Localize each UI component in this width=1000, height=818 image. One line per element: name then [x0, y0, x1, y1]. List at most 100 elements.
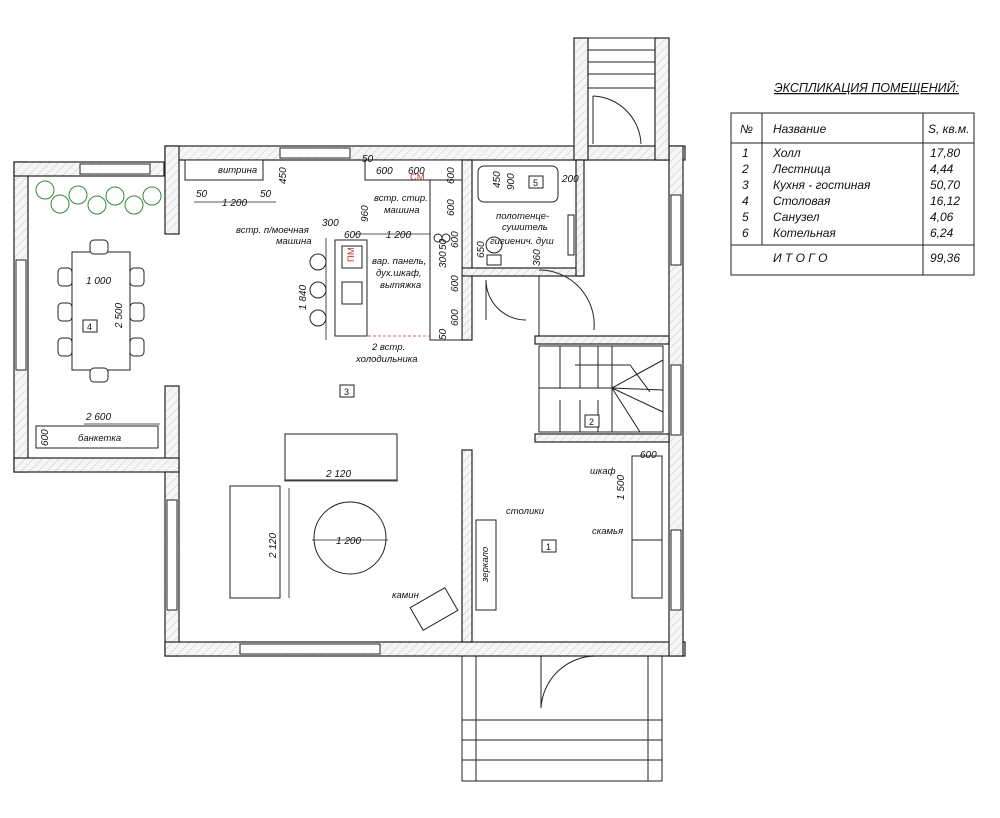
wall-stair-lower [534, 433, 670, 443]
header-no: № [740, 122, 753, 136]
dim-600a: 600 [376, 166, 393, 177]
label-fridge-1: 2 встр. [371, 342, 405, 353]
dimension-numbers: 50 50 1 200 450 50 600 600 600 960 600 3… [40, 154, 657, 559]
row-no: 3 [742, 178, 749, 192]
dining-set [35, 239, 159, 449]
tower-stairs [587, 37, 656, 145]
dim-650: 650 [476, 241, 487, 258]
dim-600d: 600 [446, 199, 457, 216]
dim-50e: 50 [438, 328, 449, 340]
dim-2600: 2 600 [85, 412, 111, 423]
label-vitrina: витрина [218, 165, 257, 176]
dim-600j: 600 [640, 450, 657, 461]
dim-300a: 300 [322, 218, 339, 229]
room-number-5: 5 [533, 178, 538, 188]
label-dishwasher-1: встр. п/моечная [236, 225, 309, 236]
bathroom [477, 165, 575, 266]
label-towel-2: сушитель [502, 222, 548, 233]
wall-hall [461, 449, 473, 643]
sofa-left [229, 485, 281, 599]
dim-2500: 2 500 [114, 303, 125, 329]
room-number-4: 4 [87, 322, 92, 332]
dim-600h: 600 [450, 309, 461, 326]
dim-50b: 50 [260, 189, 272, 200]
total-label: И Т О Г О [773, 251, 827, 265]
wall-bath-right [575, 159, 585, 277]
dim-1840: 1 840 [298, 285, 309, 310]
label-hob-3: вытяжка [380, 280, 421, 291]
label-washer-2: машина [384, 205, 419, 216]
dim-450a: 450 [278, 167, 289, 184]
dim-300b: 300 [438, 251, 449, 268]
dim-600c: 600 [446, 167, 457, 184]
row-name: Кухня - гостиная [773, 178, 871, 192]
kitchen [184, 159, 463, 341]
dim-50d: 50 [438, 238, 449, 250]
label-shower: гигиенич. душ [490, 236, 554, 247]
label-fridge-2: холодильника [355, 354, 418, 365]
room-number-1: 1 [546, 542, 551, 552]
explication-title: ЭКСПЛИКАЦИЯ ПОМЕЩЕНИЙ: [774, 79, 959, 95]
label-hob-1: вар. панель, [372, 256, 426, 267]
dim-600b: 600 [408, 166, 425, 177]
dim-2120b: 2 120 [268, 533, 279, 559]
row-no: 1 [742, 146, 749, 160]
plan-labels: витрина встр. п/моечная машина встр. сти… [78, 165, 623, 601]
label-sm: СМ [410, 172, 425, 183]
dim-900: 900 [506, 173, 517, 190]
label-washer-1: встр. стир. [374, 193, 428, 204]
room-number-2: 2 [589, 417, 594, 427]
interior-stairs [538, 269, 664, 433]
windows [166, 147, 682, 655]
wall-left-upper [164, 145, 180, 235]
doors [485, 279, 527, 321]
header-name: Название [773, 122, 827, 136]
label-banketka: банкетка [78, 433, 121, 444]
dim-450b: 450 [492, 171, 503, 188]
row-name: Лестница [772, 162, 831, 176]
dimension-lines [84, 201, 430, 598]
dim-50c: 50 [362, 154, 374, 165]
sofa-top [284, 433, 398, 481]
label-skamya: скамья [592, 526, 623, 537]
dim-1200b: 1 200 [386, 230, 411, 241]
living-furniture [229, 433, 663, 631]
dim-600f: 600 [450, 231, 461, 248]
round-table [313, 501, 387, 575]
wall-bath-bottom [461, 267, 583, 277]
label-dishwasher-2: машина [276, 236, 311, 247]
dim-600e: 600 [344, 230, 361, 241]
row-no: 6 [742, 226, 749, 240]
row-no: 4 [742, 194, 749, 208]
dim-1000: 1 000 [86, 276, 111, 287]
row-area: 16,12 [930, 194, 960, 208]
dim-200: 200 [561, 174, 579, 185]
bathtub [477, 165, 559, 203]
label-stoliki: столики [506, 506, 545, 517]
wall-top [164, 145, 686, 161]
label-zerkalo: зеркало [480, 547, 491, 583]
bench [631, 539, 663, 599]
towel-dryer [567, 214, 575, 256]
dim-600g: 600 [450, 275, 461, 292]
veranda [13, 161, 180, 473]
dim-600i: 600 [40, 429, 51, 446]
wall-tower-left [573, 37, 589, 161]
label-towel-1: полотенце- [496, 211, 549, 222]
row-area: 50,70 [930, 178, 960, 192]
row-area: 4,06 [930, 210, 954, 224]
dim-50a: 50 [196, 189, 208, 200]
hall-cabinet [631, 455, 663, 541]
banketka [35, 425, 159, 449]
room-number-3: 3 [344, 387, 349, 397]
dim-960: 960 [360, 205, 371, 222]
dining-table [71, 251, 131, 371]
room-numbers: 1 2 3 4 5 [82, 175, 600, 553]
counter-side [429, 179, 463, 341]
dim-2120a: 2 120 [325, 469, 351, 480]
label-shkaf: шкаф [590, 466, 616, 477]
row-name: Котельная [773, 226, 836, 240]
label-hob-2: дух.шкаф, [376, 268, 422, 279]
row-name: Холл [772, 146, 801, 160]
label-pm: ПМ [346, 247, 357, 262]
